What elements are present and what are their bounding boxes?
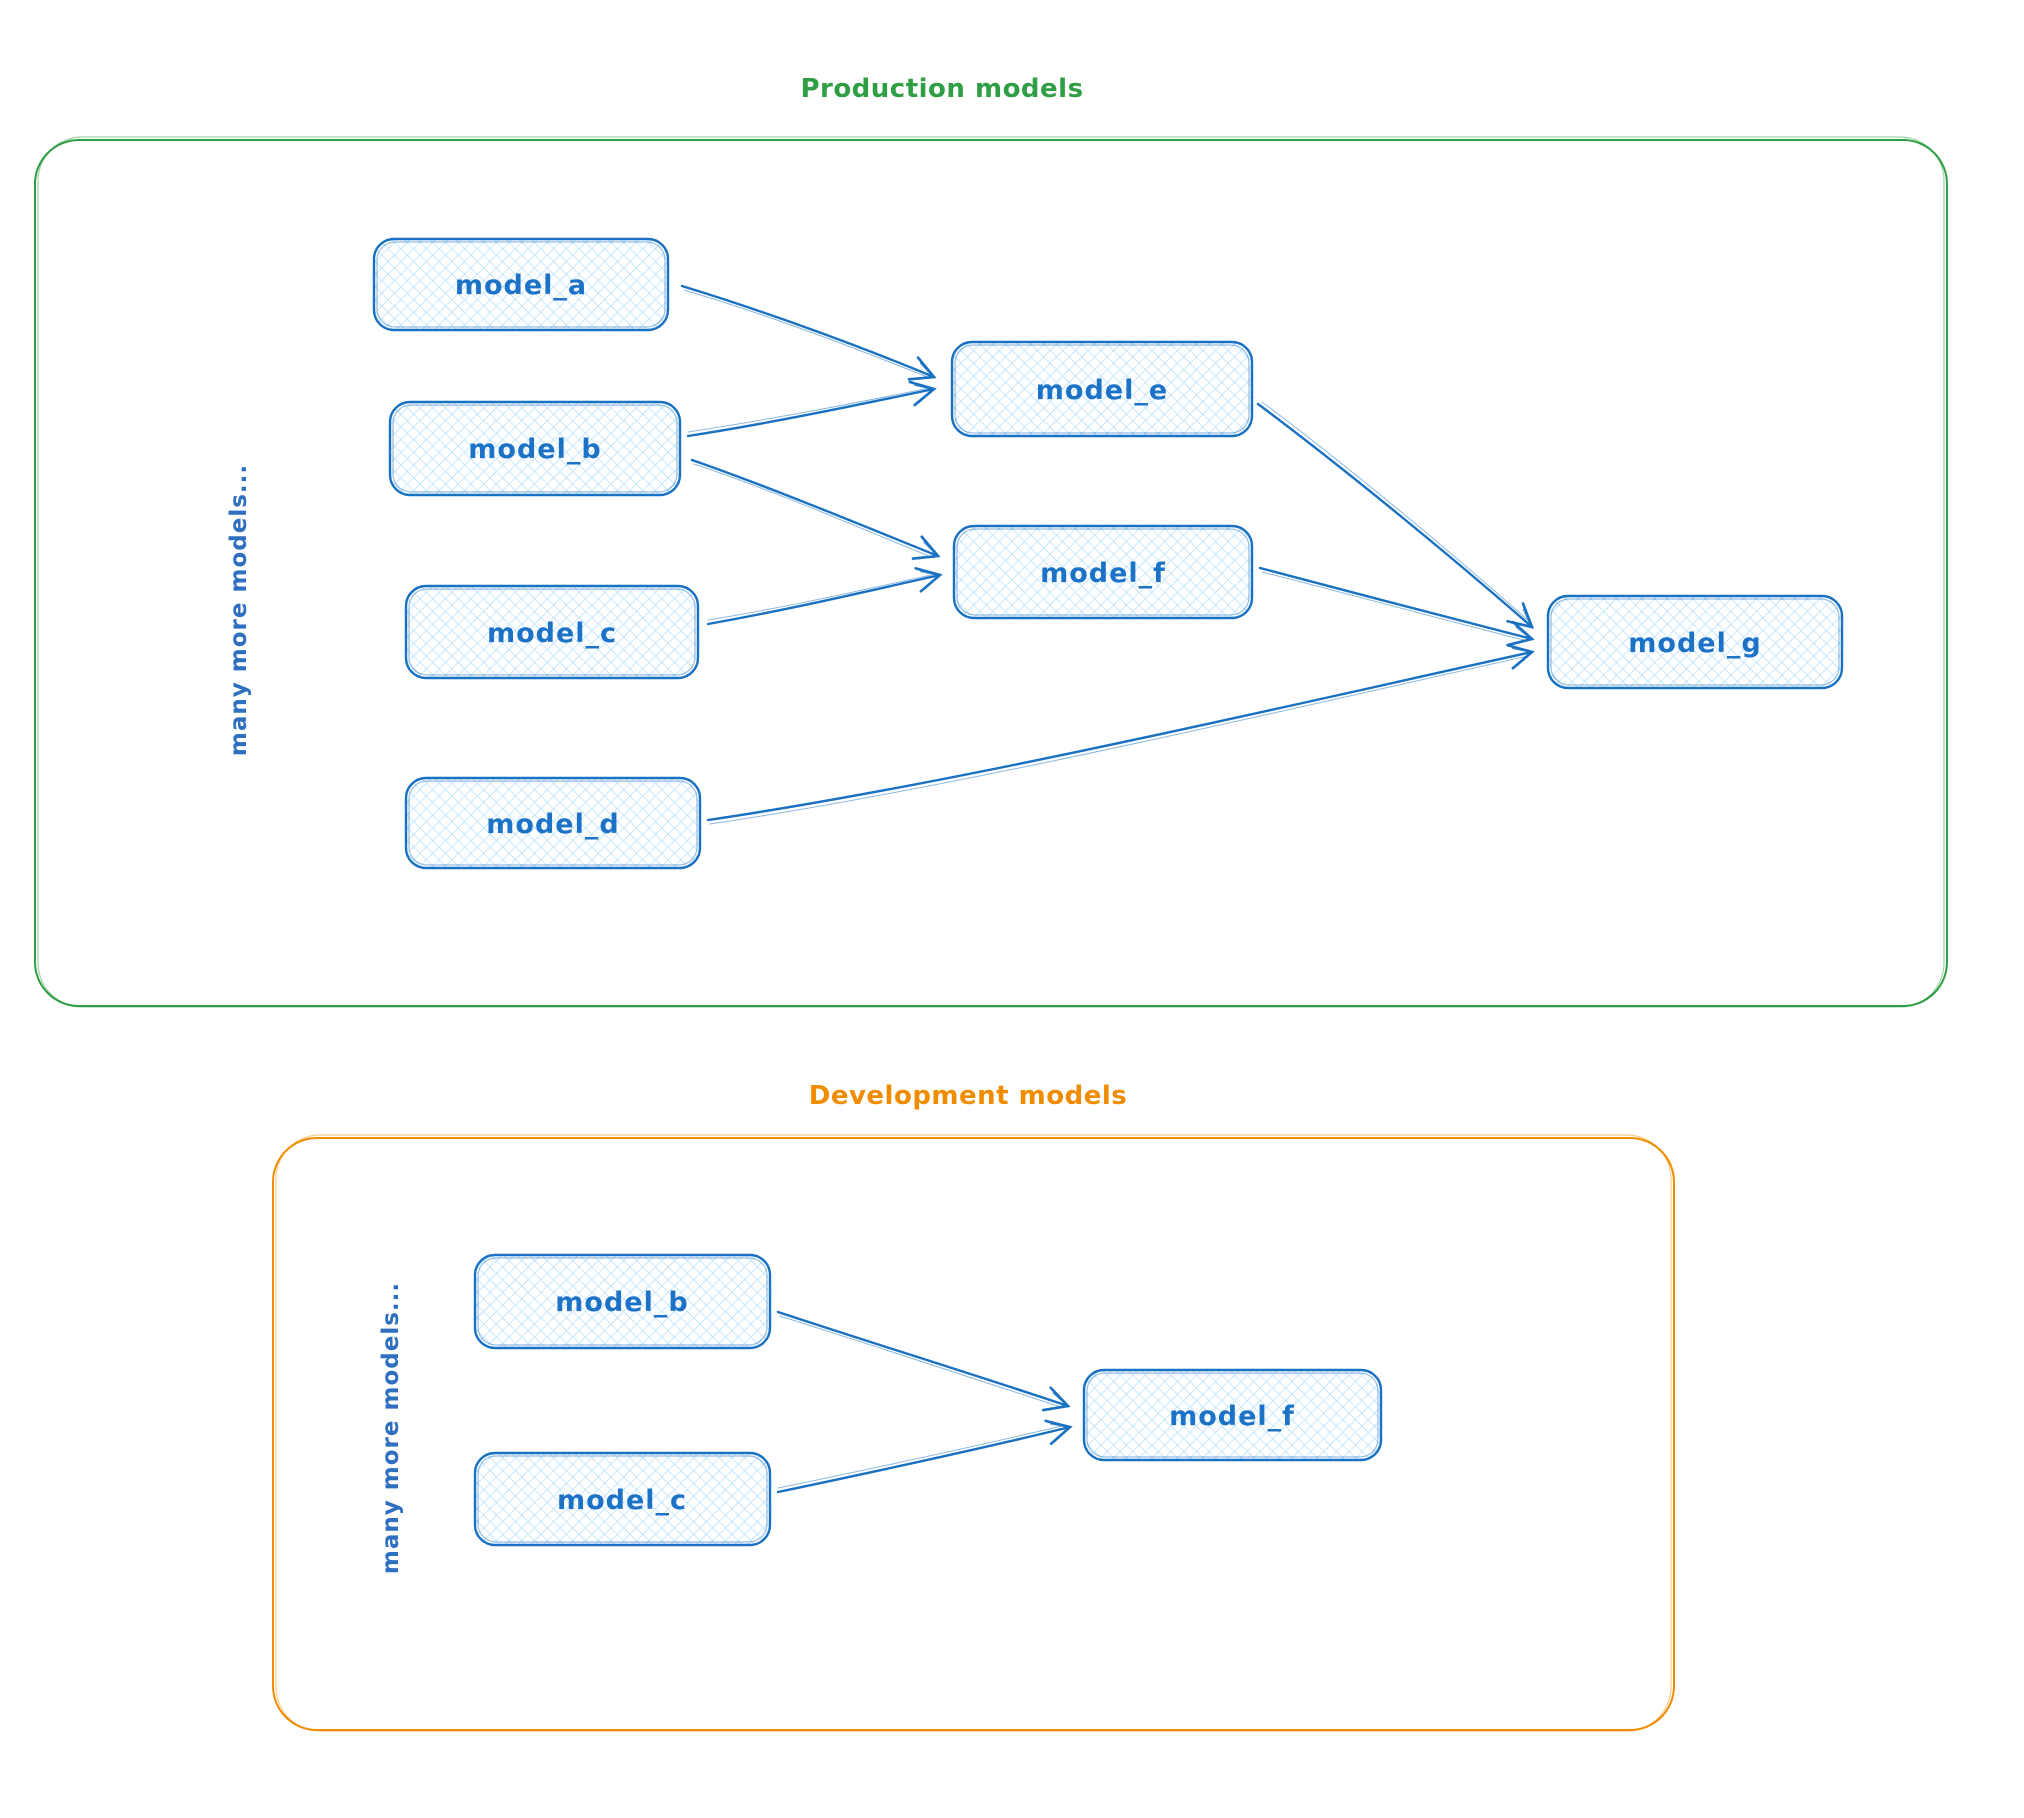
arrow-dev-model-c-to-model-f-echo xyxy=(777,1424,1067,1489)
node-dev-model-b-box-echo xyxy=(477,1257,768,1346)
production-edges xyxy=(680,284,1535,825)
node-model-d: model_d xyxy=(404,776,702,870)
arrow-model-f-to-model-g-echo xyxy=(1261,571,1529,642)
node-model-f-box-echo xyxy=(956,528,1250,616)
node-model-c-label: model_c xyxy=(487,618,617,649)
arrow-model-c-to-model-f xyxy=(706,567,943,626)
node-model-b: model_b xyxy=(388,400,682,497)
development-side-label: many more models... xyxy=(378,1282,404,1574)
node-model-a-box xyxy=(372,237,670,332)
development-section: Development models many more models... m… xyxy=(272,1081,1675,1732)
arrow-model-a-to-model-e xyxy=(680,284,937,381)
development-frame-echo xyxy=(275,1134,1672,1732)
arrow-model-b-to-model-f-echo xyxy=(693,463,935,559)
node-model-g-box-echo xyxy=(1550,598,1840,686)
production-side-label: many more models... xyxy=(226,464,252,756)
node-model-d-box xyxy=(404,776,702,870)
arrow-model-e-to-model-g xyxy=(1256,402,1535,629)
node-dev-model-b-label: model_b xyxy=(555,1287,688,1318)
node-model-a: model_a xyxy=(372,237,670,332)
node-model-e-label: model_e xyxy=(1036,375,1168,406)
node-model-b-box xyxy=(388,400,682,497)
arrow-dev-model-c-to-model-f xyxy=(776,1419,1073,1494)
arrow-model-f-to-model-g xyxy=(1258,566,1535,647)
node-model-a-label: model_a xyxy=(455,270,587,301)
node-model-c-box xyxy=(404,584,700,680)
node-model-d-box-echo xyxy=(408,780,698,866)
node-model-f-label: model_f xyxy=(1040,558,1166,589)
node-dev-model-c: model_c xyxy=(473,1451,772,1547)
node-model-e-box xyxy=(950,340,1254,438)
node-model-g: model_g xyxy=(1546,594,1844,690)
node-model-f: model_f xyxy=(952,524,1254,620)
arrow-model-b-to-model-e-echo xyxy=(687,387,931,433)
node-model-e: model_e xyxy=(950,340,1254,438)
production-title: Production models xyxy=(800,74,1083,104)
node-dev-model-b-box xyxy=(473,1253,772,1350)
production-section: Production models many more models... xyxy=(34,74,1948,1008)
arrow-dev-model-b-to-model-f xyxy=(776,1310,1071,1412)
node-dev-model-c-label: model_c xyxy=(557,1485,687,1516)
arrow-model-d-to-model-g-echo xyxy=(709,655,1529,825)
node-model-g-box xyxy=(1546,594,1844,690)
arrow-model-c-to-model-f-echo xyxy=(707,573,937,621)
production-frame-echo xyxy=(37,136,1945,1008)
development-edges xyxy=(776,1310,1073,1494)
node-model-e-box-echo xyxy=(954,344,1250,434)
node-model-c-box-echo xyxy=(408,588,696,676)
development-title: Development models xyxy=(809,1081,1128,1111)
node-model-c: model_c xyxy=(404,584,700,680)
node-dev-model-c-box xyxy=(473,1451,772,1547)
node-model-b-box-echo xyxy=(392,404,678,493)
node-dev-model-c-box-echo xyxy=(477,1455,768,1543)
arrow-model-b-to-model-f xyxy=(690,458,941,560)
node-model-f-box xyxy=(952,524,1254,620)
arrow-model-a-to-model-e-echo xyxy=(683,289,931,379)
node-dev-model-f-box-echo xyxy=(1086,1372,1379,1458)
node-dev-model-f-box xyxy=(1082,1368,1383,1462)
arrow-dev-model-b-to-model-f-echo xyxy=(779,1315,1065,1409)
node-dev-model-f: model_f xyxy=(1082,1368,1383,1462)
development-frame xyxy=(272,1137,1675,1731)
arrow-model-e-to-model-g-echo xyxy=(1261,401,1531,623)
node-model-b-label: model_b xyxy=(468,434,601,465)
node-dev-model-f-label: model_f xyxy=(1169,1401,1295,1432)
arrow-model-b-to-model-e xyxy=(686,380,937,438)
arrow-model-d-to-model-g xyxy=(706,643,1535,822)
node-dev-model-b: model_b xyxy=(473,1253,772,1350)
production-frame xyxy=(34,139,1948,1007)
node-model-g-label: model_g xyxy=(1628,628,1761,659)
node-model-a-box-echo xyxy=(376,241,666,328)
node-model-d-label: model_d xyxy=(486,809,619,840)
